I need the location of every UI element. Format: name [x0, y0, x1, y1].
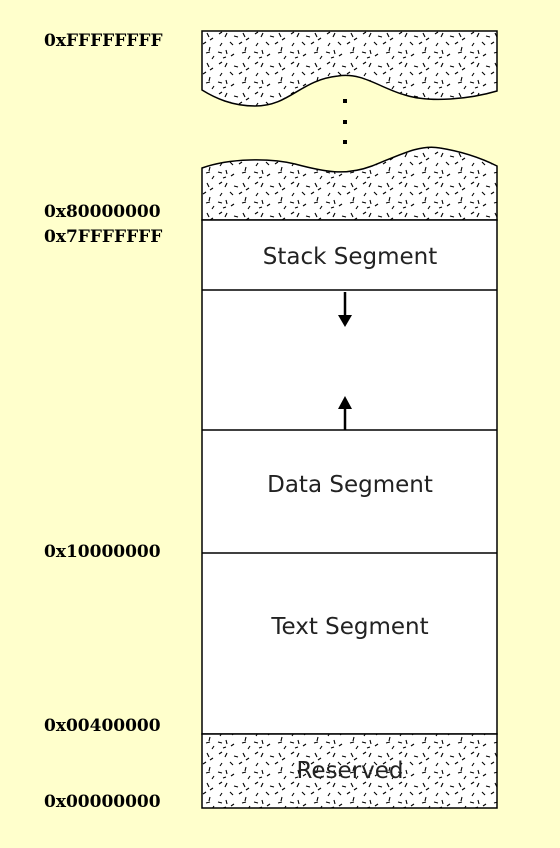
stack-segment-label: Stack Segment — [263, 244, 438, 270]
address-data-start: 0x10000000 — [44, 542, 161, 562]
address-bottom: 0x00000000 — [44, 792, 161, 812]
text-segment-label: Text Segment — [270, 614, 428, 640]
user-segments-box — [201, 219, 498, 735]
address-stack-top: 0x7FFFFFFF — [44, 227, 162, 247]
reserved-region — [201, 733, 498, 809]
reserved-label: Reserved — [296, 758, 403, 784]
stack-grows-down-arrow — [338, 292, 352, 327]
continuation-dots — [343, 99, 347, 144]
kernel-region-bottom — [201, 146, 498, 221]
address-top: 0xFFFFFFFF — [44, 31, 163, 51]
data-grows-up-arrow — [338, 396, 352, 430]
address-text-start: 0x00400000 — [44, 716, 161, 736]
address-kernel-start: 0x80000000 — [44, 202, 161, 222]
kernel-region-top — [201, 30, 498, 107]
data-segment-label: Data Segment — [267, 472, 433, 498]
